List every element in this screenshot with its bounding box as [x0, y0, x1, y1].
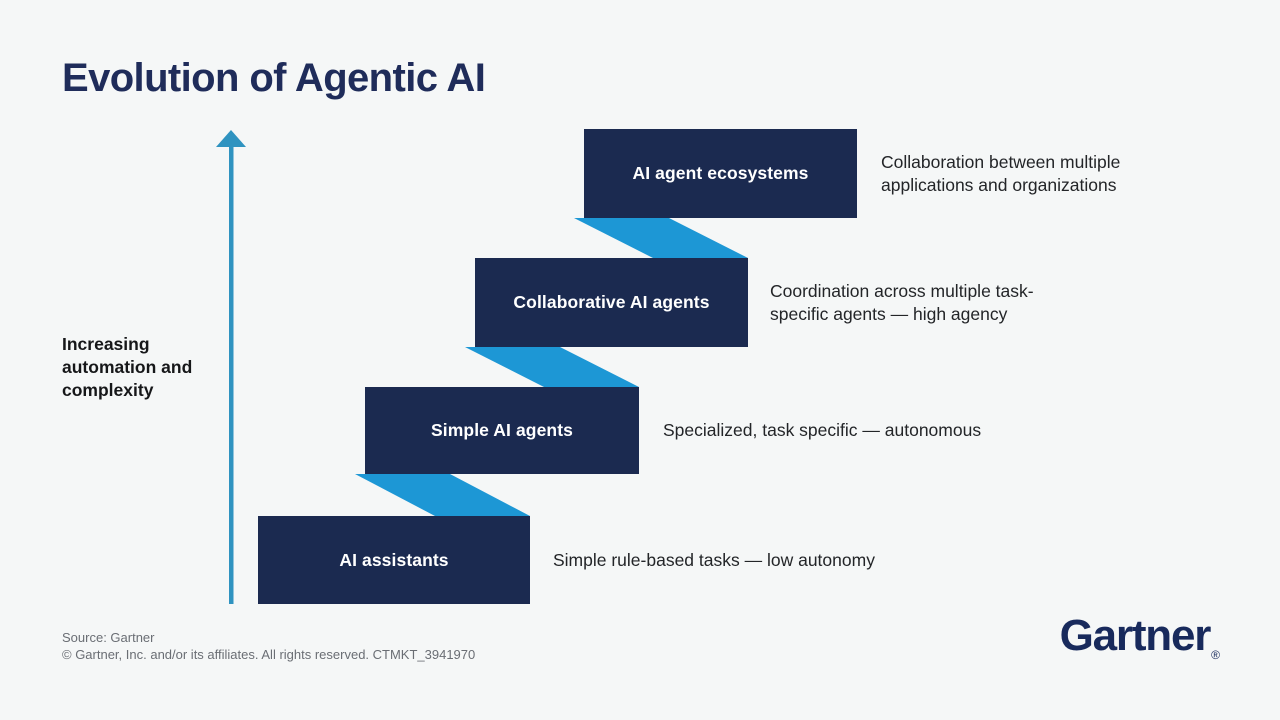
step-description-line: Collaboration between multiple — [881, 151, 1121, 172]
step-description-collaborative-ai-agents: Coordination across multiple task- speci… — [770, 258, 1034, 347]
gartner-logo-text: Gartner — [1059, 611, 1212, 660]
axis-label-line: automation and — [62, 357, 193, 377]
step-box-ai-assistants: AI assistants — [258, 516, 530, 604]
copyright-line: © Gartner, Inc. and/or its affiliates. A… — [62, 646, 476, 662]
step-box-label: Collaborative AI agents — [513, 292, 710, 312]
step-description-ai-agent-ecosystems: Collaboration between multiple applicati… — [881, 129, 1120, 218]
axis-label-line: Increasing — [62, 334, 150, 354]
step-description-line: applications and organizations — [881, 174, 1117, 195]
registered-trademark-icon: ® — [1211, 648, 1220, 662]
step-description-line: Coordination across multiple task- — [770, 280, 1034, 301]
step-box-collaborative-ai-agents: Collaborative AI agents — [475, 258, 748, 347]
step-box-simple-ai-agents: Simple AI agents — [365, 387, 639, 474]
axis-label: Increasing automation and complexity — [62, 333, 192, 402]
source-line: Source: Gartner — [62, 630, 155, 645]
step-connector-ribbon-3 — [574, 218, 748, 258]
step-description-ai-assistants: Simple rule-based tasks — low autonomy — [553, 516, 875, 604]
step-box-ai-agent-ecosystems: AI agent ecosystems — [584, 129, 857, 218]
step-box-label: Simple AI agents — [431, 420, 573, 440]
up-arrow-head-icon — [216, 130, 246, 147]
step-box-label: AI agent ecosystems — [632, 163, 809, 183]
step-description-line: Simple rule-based tasks — low autonomy — [553, 549, 875, 570]
step-connector-ribbon-2 — [465, 347, 639, 387]
step-description-simple-ai-agents: Specialized, task specific — autonomous — [663, 387, 981, 474]
axis-label-line: complexity — [62, 380, 154, 400]
step-box-label: AI assistants — [339, 549, 449, 570]
gartner-logo: Gartner® — [1060, 612, 1220, 670]
up-arrow-line — [229, 146, 234, 604]
step-connector-ribbon-1 — [355, 474, 530, 516]
source-attribution: Source: Gartner © Gartner, Inc. and/or i… — [62, 630, 475, 663]
step-description-line: Specialized, task specific — autonomous — [663, 420, 982, 440]
step-description-line: specific agents — high agency — [770, 303, 1008, 324]
page-title: Evolution of Agentic AI — [62, 56, 486, 100]
